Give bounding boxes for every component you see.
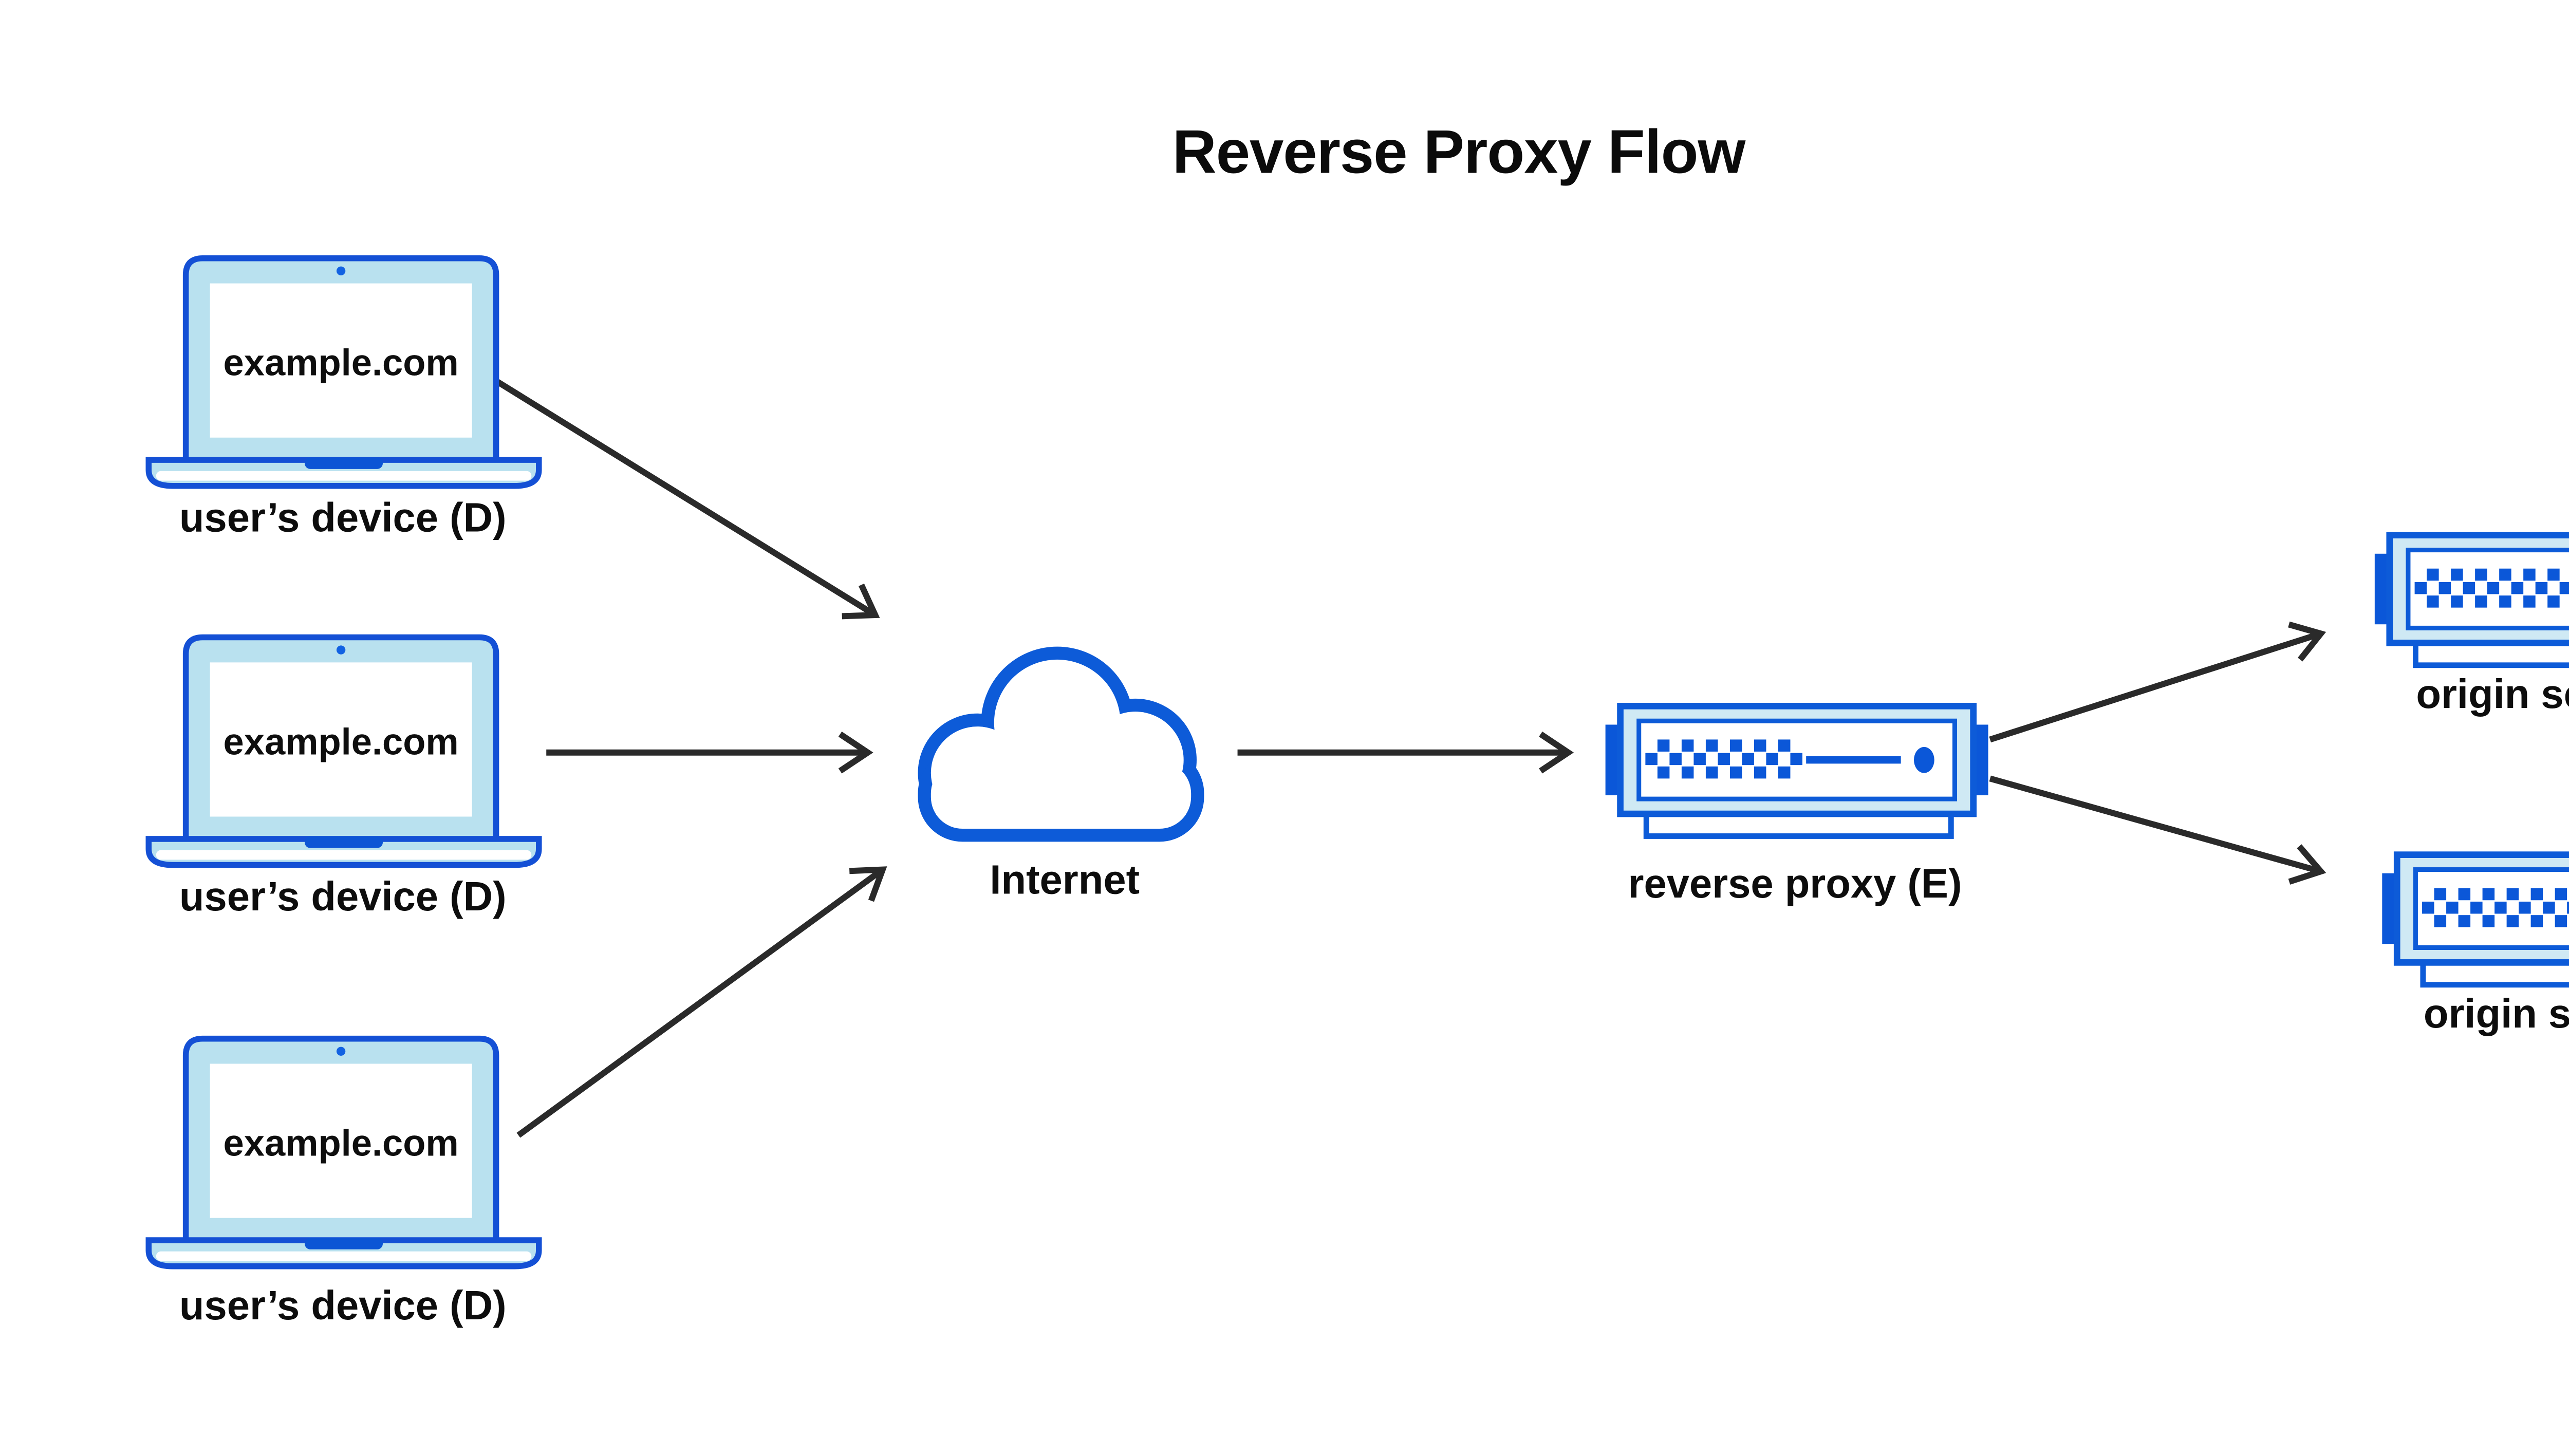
server-icon [2375,535,2569,665]
internet: Internet [931,660,1191,903]
user-device-1: example.com user’s device (D) [148,258,538,540]
user-device-3: example.com user’s device (D) [148,1039,538,1328]
origin-server-label: origin server (F) [2424,991,2569,1036]
origin-server-1: origin server (F) [2375,535,2569,717]
cloud-icon [931,660,1191,829]
device-label: user’s device (D) [179,873,507,919]
arrow-proxy-to-origin2 [1989,775,2326,885]
device-screen-text: example.com [224,1123,459,1164]
device-screen-text: example.com [224,343,459,384]
reverse-proxy: reverse proxy (E) [1606,706,1988,906]
server-icon [2382,855,2569,985]
server-icon [1606,706,1988,836]
device-label: user’s device (D) [179,1282,507,1328]
reverse-proxy-label: reverse proxy (E) [1628,861,1962,906]
origin-server-2: origin server (F) [2382,855,2569,1036]
internet-label: Internet [990,857,1140,903]
device-label: user’s device (D) [179,494,507,540]
arrow-device1-to-internet [494,378,880,620]
flow-arrows [494,378,2326,1138]
origin-server-label: origin server (F) [2416,671,2569,717]
arrow-proxy-to-origin1 [1989,621,2326,743]
device-screen-text: example.com [224,721,459,762]
page-title: Reverse Proxy Flow [1172,118,1746,186]
user-device-2: example.com user’s device (D) [148,638,538,919]
arrow-device3-to-internet [516,866,887,1138]
